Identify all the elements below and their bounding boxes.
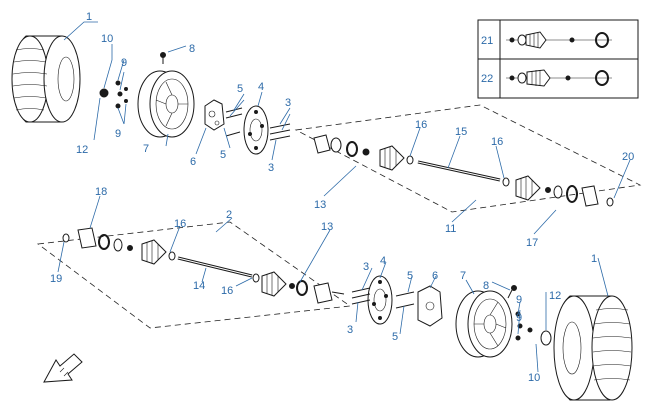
brake-disc-upper <box>243 105 269 155</box>
callout-5-lower-a[interactable]: 5 <box>407 270 413 282</box>
tire-upper-left <box>11 35 81 123</box>
svg-text:22: 22 <box>481 73 493 85</box>
callout-9-upper-a[interactable]: 9 <box>121 57 127 69</box>
brake-caliper-upper <box>204 99 225 131</box>
tire-lower-right <box>553 295 633 401</box>
callout-15[interactable]: 15 <box>455 126 467 138</box>
callout-5-lower-b[interactable]: 5 <box>392 331 398 343</box>
callout-5-upper-a[interactable]: 5 <box>237 83 243 95</box>
hardware-left-small <box>99 52 166 109</box>
wheel-rim-lower <box>455 290 513 358</box>
brake-disc-lower <box>367 275 393 325</box>
callout-16-lower-b[interactable]: 16 <box>221 285 233 297</box>
leader-lines <box>57 21 631 373</box>
kit-22-parts <box>506 69 612 87</box>
callout-3-lower-a[interactable]: 3 <box>363 261 369 273</box>
callout-14[interactable]: 14 <box>193 280 205 292</box>
bolts-upper <box>225 107 291 141</box>
bolts-lower <box>351 287 415 309</box>
callout-17[interactable]: 17 <box>526 237 538 249</box>
callout-1-upper[interactable]: 1 <box>86 11 92 23</box>
callout-10-lower[interactable]: 10 <box>528 372 540 384</box>
callout-1-lower[interactable]: 1 <box>591 253 597 265</box>
half-shaft-upper-group <box>294 104 642 213</box>
callout-12-upper[interactable]: 12 <box>76 144 88 156</box>
callout-22[interactable]: 22 <box>481 73 493 85</box>
callout-13-upper[interactable]: 13 <box>314 199 326 211</box>
callout-5-upper-b[interactable]: 5 <box>220 149 226 161</box>
callout-9-lower-b[interactable]: 9 <box>516 312 522 324</box>
svg-text:21: 21 <box>481 35 493 47</box>
callout-16-upper-a[interactable]: 16 <box>415 119 427 131</box>
callout-18[interactable]: 18 <box>95 186 107 198</box>
callout-19[interactable]: 19 <box>50 273 62 285</box>
callout-8-upper[interactable]: 8 <box>189 43 195 55</box>
callout-2[interactable]: 2 <box>226 209 232 221</box>
half-shaft-lower-group <box>36 221 352 329</box>
callout-11[interactable]: 11 <box>445 223 456 235</box>
callout-12-lower[interactable]: 12 <box>549 290 561 302</box>
callout-7-lower[interactable]: 7 <box>460 270 466 282</box>
wheel-rim-upper <box>137 70 195 138</box>
callout-4-upper[interactable]: 4 <box>258 81 264 93</box>
callout-7-upper[interactable]: 7 <box>143 143 149 155</box>
callout-10-upper[interactable]: 10 <box>101 33 113 45</box>
callout-3-upper-a[interactable]: 3 <box>285 97 291 109</box>
callout-16-lower-a[interactable]: 16 <box>174 218 186 230</box>
hardware-right-small <box>507 285 552 346</box>
callout-20[interactable]: 20 <box>622 151 634 163</box>
callout-3-upper-b[interactable]: 3 <box>268 162 274 174</box>
front-direction-arrow-icon <box>43 353 83 383</box>
kit-21-parts <box>506 31 612 49</box>
callout-numbers: 1 10 9 9 12 8 7 6 5 5 4 3 3 13 16 15 16 … <box>50 11 634 384</box>
wheel-hub-lower <box>417 285 443 327</box>
callout-9-upper-b[interactable]: 9 <box>115 128 121 140</box>
callout-4-lower[interactable]: 4 <box>380 255 386 267</box>
callout-21[interactable]: 21 <box>481 35 493 47</box>
callout-9-lower-a[interactable]: 9 <box>516 294 522 306</box>
callout-6-upper[interactable]: 6 <box>190 156 196 168</box>
callout-3-lower-b[interactable]: 3 <box>347 324 353 336</box>
kit-legend-box: 21 22 <box>477 19 639 99</box>
callout-8-lower[interactable]: 8 <box>483 280 489 292</box>
callout-13-lower[interactable]: 13 <box>321 221 333 233</box>
callout-6-lower[interactable]: 6 <box>432 270 438 282</box>
callout-16-upper-b[interactable]: 16 <box>491 136 503 148</box>
